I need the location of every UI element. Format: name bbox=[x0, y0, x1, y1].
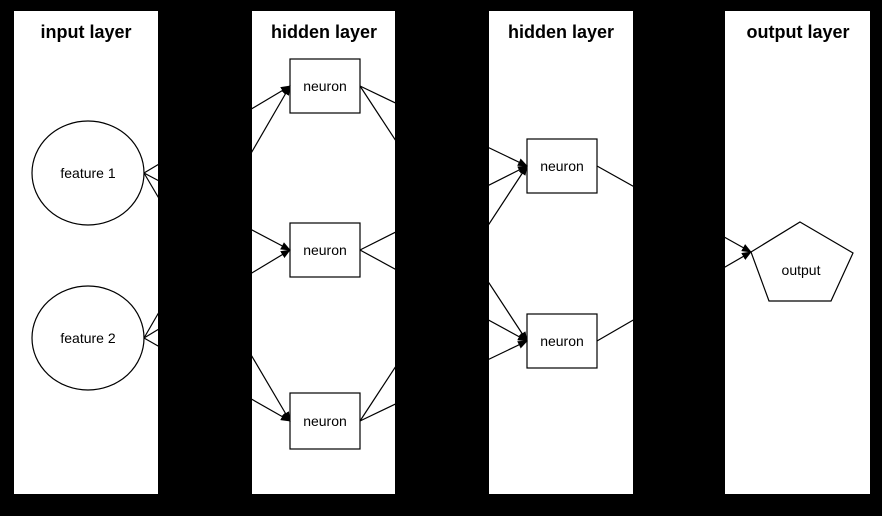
node-hidden1-neuron-3 bbox=[289, 392, 361, 450]
node-label-hidden2-neuron-1: neuron bbox=[540, 158, 584, 174]
layer-title-input: input layer bbox=[40, 22, 131, 42]
node-label-feature-2: feature 2 bbox=[60, 330, 115, 346]
edge-hidden1-neuron-3-to-hidden2-neuron-2 bbox=[359, 340, 528, 422]
edge-feature-2-to-hidden1-neuron-3 bbox=[143, 337, 291, 422]
edge-hidden1-neuron-2-to-hidden2-neuron-2 bbox=[359, 249, 528, 342]
edge-hidden2-neuron-1-to-output bbox=[596, 165, 752, 253]
layer-panels bbox=[14, 11, 870, 494]
node-label-feature-1: feature 1 bbox=[60, 165, 115, 181]
layer-titles: input layer hidden layer hidden layer ou… bbox=[40, 22, 849, 42]
node-label-hidden1-neuron-3: neuron bbox=[303, 413, 347, 429]
node-output-pentagon bbox=[750, 221, 854, 302]
node-hidden1-neuron-2 bbox=[289, 222, 361, 278]
edge-lines bbox=[143, 85, 752, 422]
layer-title-output: output layer bbox=[746, 22, 849, 42]
node-label-output: output bbox=[782, 262, 821, 278]
edge-hidden2-neuron-2-to-output bbox=[596, 251, 752, 342]
panel-hidden-layer-2 bbox=[489, 11, 633, 494]
edge-hidden1-neuron-2-to-hidden2-neuron-1 bbox=[359, 165, 528, 251]
edge-hidden1-neuron-1-to-hidden2-neuron-2 bbox=[359, 85, 528, 342]
edge-feature-1-to-hidden1-neuron-1 bbox=[143, 85, 291, 174]
node-label-hidden2-neuron-2: neuron bbox=[540, 333, 584, 349]
edge-hidden1-neuron-1-to-hidden2-neuron-1 bbox=[359, 85, 528, 167]
node-label-hidden1-neuron-1: neuron bbox=[303, 78, 347, 94]
nodes bbox=[31, 58, 854, 450]
node-label-hidden1-neuron-2: neuron bbox=[303, 242, 347, 258]
node-hidden2-neuron-2 bbox=[526, 313, 598, 369]
layer-title-hidden-2: hidden layer bbox=[508, 22, 614, 42]
edge-feature-2-to-hidden1-neuron-1 bbox=[143, 85, 291, 339]
node-hidden1-neuron-1 bbox=[289, 58, 361, 114]
edge-feature-2-to-hidden1-neuron-2 bbox=[143, 249, 291, 339]
edge-feature-1-to-hidden1-neuron-3 bbox=[143, 172, 291, 422]
node-hidden2-neuron-1 bbox=[526, 138, 598, 194]
panel-input-layer bbox=[14, 11, 158, 494]
edge-hidden1-neuron-3-to-hidden2-neuron-1 bbox=[359, 165, 528, 422]
node-labels: feature 1 feature 2 neuron neuron neuron… bbox=[60, 78, 820, 429]
layer-title-hidden-1: hidden layer bbox=[271, 22, 377, 42]
